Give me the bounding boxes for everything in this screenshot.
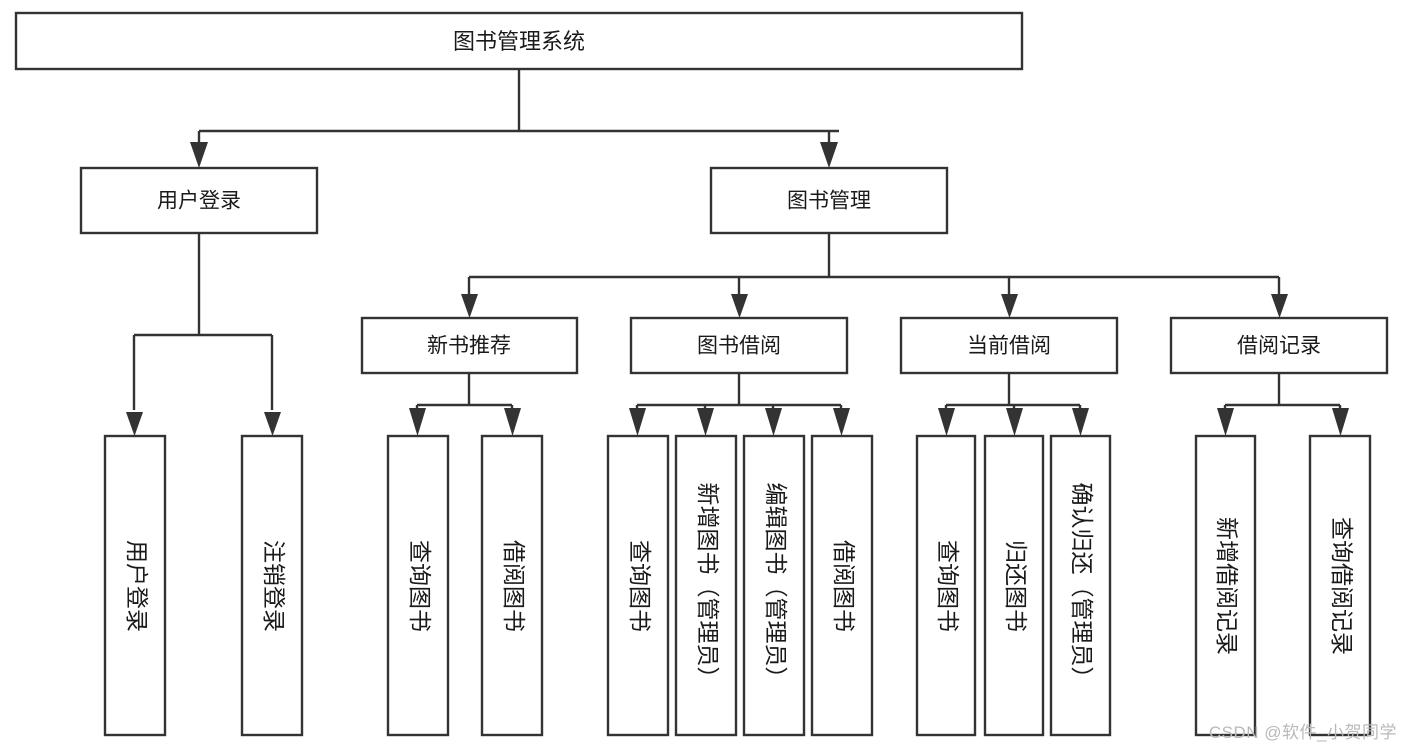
node-new-book-recommend[interactable]: 新书推荐 bbox=[360, 316, 579, 375]
arrow-to-leaf-query-borrow-record bbox=[1332, 408, 1349, 436]
arrow-to-leaf-query-book-recommend bbox=[409, 408, 426, 436]
arrow-to-leaf-logout-login bbox=[264, 412, 281, 436]
leaf-add-book-admin-label: 新增图书（管理员） bbox=[695, 483, 721, 690]
leaf-borrow-book-recommend-box[interactable] bbox=[480, 434, 544, 737]
node-root-box[interactable] bbox=[14, 11, 1024, 71]
leaf-query-book-recommend[interactable]: 查询图书 bbox=[386, 434, 450, 737]
node-current-borrow[interactable]: 当前借阅 bbox=[899, 316, 1119, 375]
leaf-borrow-book-box[interactable] bbox=[810, 434, 874, 737]
leaf-query-book-borrow[interactable]: 查询图书 bbox=[606, 434, 670, 737]
leaf-query-book-current[interactable]: 查询图书 bbox=[915, 434, 977, 737]
arrow-root-to-user-login bbox=[190, 142, 208, 168]
leaf-borrow-book[interactable]: 借阅图书 bbox=[810, 434, 874, 737]
node-user-login-label: 用户登录 bbox=[157, 190, 241, 213]
leaf-edit-book-admin-box[interactable] bbox=[742, 434, 806, 737]
arrow-to-leaf-borrow-book bbox=[833, 408, 850, 436]
leaf-add-book-admin[interactable]: 新增图书（管理员） bbox=[674, 434, 738, 737]
leaf-query-borrow-record-label: 查询借阅记录 bbox=[1329, 517, 1355, 655]
node-new-book-recommend-box[interactable] bbox=[360, 316, 579, 375]
node-user-login[interactable]: 用户登录 bbox=[79, 166, 319, 235]
leaf-confirm-return-admin-label: 确认归还（管理员） bbox=[1069, 483, 1095, 690]
arrow-to-leaf-add-book-admin bbox=[697, 408, 714, 436]
arrow-to-leaf-query-book-borrow bbox=[629, 408, 646, 436]
leaf-confirm-return-admin[interactable]: 确认归还（管理员） bbox=[1049, 434, 1112, 737]
arrow-to-new-book-recommend bbox=[461, 294, 478, 318]
leaf-user-login-label: 用户登录 bbox=[124, 540, 150, 632]
leaf-query-book-borrow-label: 查询图书 bbox=[627, 540, 653, 632]
arrow-to-leaf-borrow-book-recommend bbox=[504, 408, 521, 436]
node-borrow-record-label: 借阅记录 bbox=[1237, 335, 1321, 358]
leaf-borrow-book-label: 借阅图书 bbox=[831, 540, 857, 632]
node-book-borrow[interactable]: 图书借阅 bbox=[629, 316, 849, 375]
node-root-label: 图书管理系统 bbox=[453, 29, 585, 54]
leaf-edit-book-admin[interactable]: 编辑图书（管理员） bbox=[742, 434, 806, 737]
leaf-return-book-label: 归还图书 bbox=[1003, 540, 1029, 632]
arrow-root-to-book-management bbox=[820, 142, 838, 168]
arrow-to-borrow-record bbox=[1271, 294, 1288, 318]
node-root[interactable]: 图书管理系统 bbox=[14, 11, 1024, 71]
leaf-query-borrow-record[interactable]: 查询借阅记录 bbox=[1308, 434, 1372, 737]
arrow-to-leaf-user-login bbox=[126, 412, 143, 436]
leaf-user-login-box[interactable] bbox=[103, 434, 167, 737]
leaf-user-login[interactable]: 用户登录 bbox=[103, 434, 167, 737]
leaf-query-book-current-label: 查询图书 bbox=[935, 540, 961, 632]
arrow-to-leaf-confirm-return-admin bbox=[1072, 408, 1089, 436]
arrow-to-leaf-edit-book-admin bbox=[765, 408, 782, 436]
leaf-logout-login-label: 注销登录 bbox=[261, 540, 287, 632]
node-book-management-box[interactable] bbox=[709, 166, 949, 235]
leaf-query-book-recommend-box[interactable] bbox=[386, 434, 450, 737]
arrow-to-leaf-add-borrow-record bbox=[1217, 408, 1234, 436]
node-new-book-recommend-label: 新书推荐 bbox=[427, 335, 511, 358]
leaf-confirm-return-admin-box[interactable] bbox=[1049, 434, 1112, 737]
node-current-borrow-label: 当前借阅 bbox=[967, 335, 1051, 358]
connector-layer bbox=[126, 69, 1349, 436]
node-book-management-label: 图书管理 bbox=[787, 190, 871, 213]
leaf-borrow-book-recommend[interactable]: 借阅图书 bbox=[480, 434, 544, 737]
leaf-add-borrow-record-box[interactable] bbox=[1194, 434, 1257, 737]
leaf-query-borrow-record-box[interactable] bbox=[1308, 434, 1372, 737]
leaf-add-borrow-record[interactable]: 新增借阅记录 bbox=[1194, 434, 1257, 737]
leaf-borrow-book-recommend-label: 借阅图书 bbox=[501, 540, 527, 632]
arrow-to-leaf-return-book bbox=[1006, 408, 1023, 436]
node-user-login-box[interactable] bbox=[79, 166, 319, 235]
leaf-add-borrow-record-label: 新增借阅记录 bbox=[1214, 517, 1240, 655]
leaf-logout-login[interactable]: 注销登录 bbox=[240, 434, 304, 737]
leaf-logout-login-box[interactable] bbox=[240, 434, 304, 737]
leaf-add-book-admin-box[interactable] bbox=[674, 434, 738, 737]
leaf-return-book[interactable]: 归还图书 bbox=[983, 434, 1045, 737]
node-borrow-record[interactable]: 借阅记录 bbox=[1169, 316, 1389, 375]
node-current-borrow-box[interactable] bbox=[899, 316, 1119, 375]
arrow-to-book-borrow bbox=[731, 294, 748, 318]
leaf-query-book-recommend-label: 查询图书 bbox=[407, 540, 433, 632]
leaf-query-book-borrow-box[interactable] bbox=[606, 434, 670, 737]
arrow-to-current-borrow bbox=[1001, 294, 1018, 318]
node-book-borrow-label: 图书借阅 bbox=[697, 335, 781, 358]
leaf-query-book-current-box[interactable] bbox=[915, 434, 977, 737]
leaf-edit-book-admin-label: 编辑图书（管理员） bbox=[763, 483, 789, 690]
node-book-management[interactable]: 图书管理 bbox=[709, 166, 949, 235]
node-book-borrow-box[interactable] bbox=[629, 316, 849, 375]
arrow-to-leaf-query-book-current bbox=[938, 408, 955, 436]
node-borrow-record-box[interactable] bbox=[1169, 316, 1389, 375]
leaf-return-book-box[interactable] bbox=[983, 434, 1045, 737]
watermark-text: CSDN @软件_小贺同学 bbox=[1208, 723, 1397, 742]
